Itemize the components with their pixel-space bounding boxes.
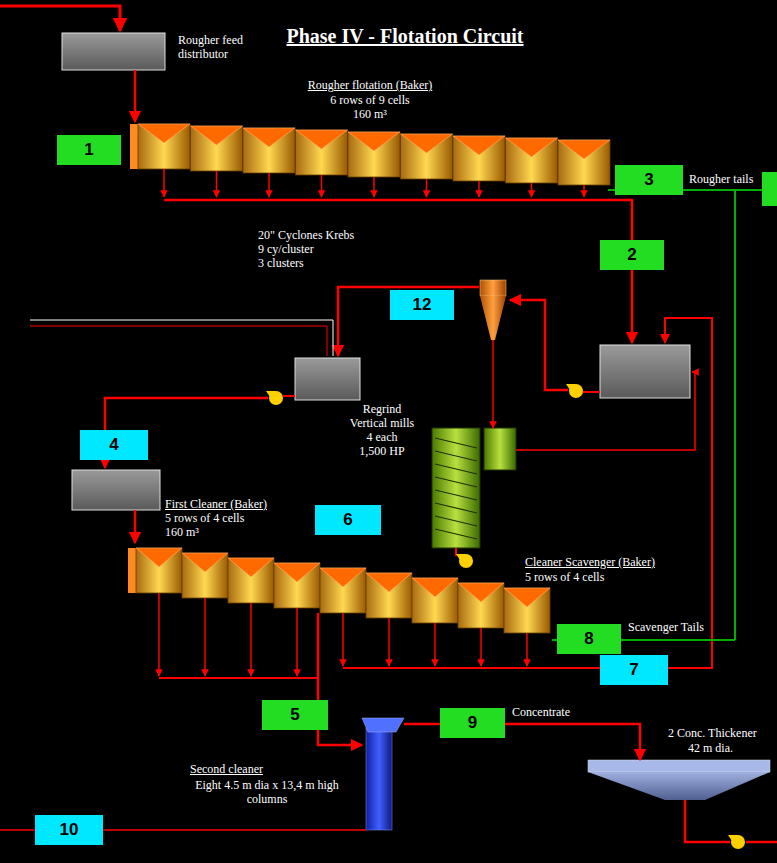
callout-number: 6 (315, 505, 381, 535)
callout-number: 12 (390, 290, 454, 320)
equipment-spec: 160 m³ (270, 107, 470, 121)
equipment-spec: 160 m³ (165, 525, 325, 539)
equipment-node: Rougher flotation (Baker)6 rows of 9 cel… (130, 122, 608, 187)
callout-number: 7 (600, 655, 668, 685)
equipment-heading: Rougher flotation (Baker) (270, 78, 470, 92)
callout-number: 3 (615, 165, 683, 195)
equipment-spec: 5 rows of 4 cells (165, 511, 325, 525)
diagram-title: Phase IV - Flotation Circuit (200, 24, 610, 48)
equipment-node: First Cleaner (Baker)5 rows of 4 cells16… (128, 545, 320, 613)
equipment-spec: 4 each (338, 430, 426, 444)
equipment-spec: 3 clusters (258, 256, 458, 270)
callout-number: 2 (600, 240, 664, 270)
equipment-heading: First Cleaner (Baker) (165, 497, 325, 511)
equipment-heading: Second cleaner (190, 762, 340, 776)
callout-number: 9 (440, 708, 505, 738)
equipment-node: 20" Cyclones Krebs9 cy/cluster3 clusters (478, 280, 508, 340)
equipment-node: Second cleanerEight 4.5 m dia x 13,4 m h… (362, 718, 404, 830)
callout-number: 10 (35, 815, 103, 845)
stream-label: Scavenger Tails (626, 620, 706, 634)
equipment-heading: 20" Cyclones Krebs (258, 228, 458, 242)
equipment-spec: 42 m dia. (688, 741, 768, 755)
equipment-heading: Cleaner Scavenger (Baker) (525, 555, 685, 569)
equipment-heading: 2 Conc. Thickener (668, 726, 777, 740)
equipment-heading: Rougher feed distributor (178, 33, 268, 61)
equipment-node: Rougher feed distributor (62, 33, 165, 70)
equipment-spec: Eight 4.5 m dia x 13,4 m high columns (177, 778, 357, 806)
flow-connector (134, 70, 137, 122)
equipment-spec: 5 rows of 4 cells (525, 570, 685, 584)
equipment-spec: Vertical mills (338, 416, 426, 430)
callout-number: 4 (80, 430, 148, 460)
equipment-heading: Regrind (338, 402, 426, 416)
equipment-node: RegrindVertical mills4 each1,500 HP (430, 428, 518, 550)
equipment-spec: 6 rows of 9 cells (270, 93, 470, 107)
equipment-node: Cleaner Scavenger (Baker)5 rows of 4 cel… (320, 566, 552, 636)
equipment-spec: 1,500 HP (338, 444, 426, 458)
stream-label: Rougher tails (687, 172, 755, 186)
flow-connector (492, 340, 494, 428)
equipment-spec: 9 cy/cluster (258, 242, 458, 256)
callout-number: 5 (262, 700, 328, 730)
stream-label: Concentrate (510, 705, 572, 719)
equipment-node: 2 Conc. Thickener42 m dia. (588, 760, 770, 802)
callout-number: 1 (57, 135, 121, 165)
callout-number: 8 (557, 624, 621, 654)
